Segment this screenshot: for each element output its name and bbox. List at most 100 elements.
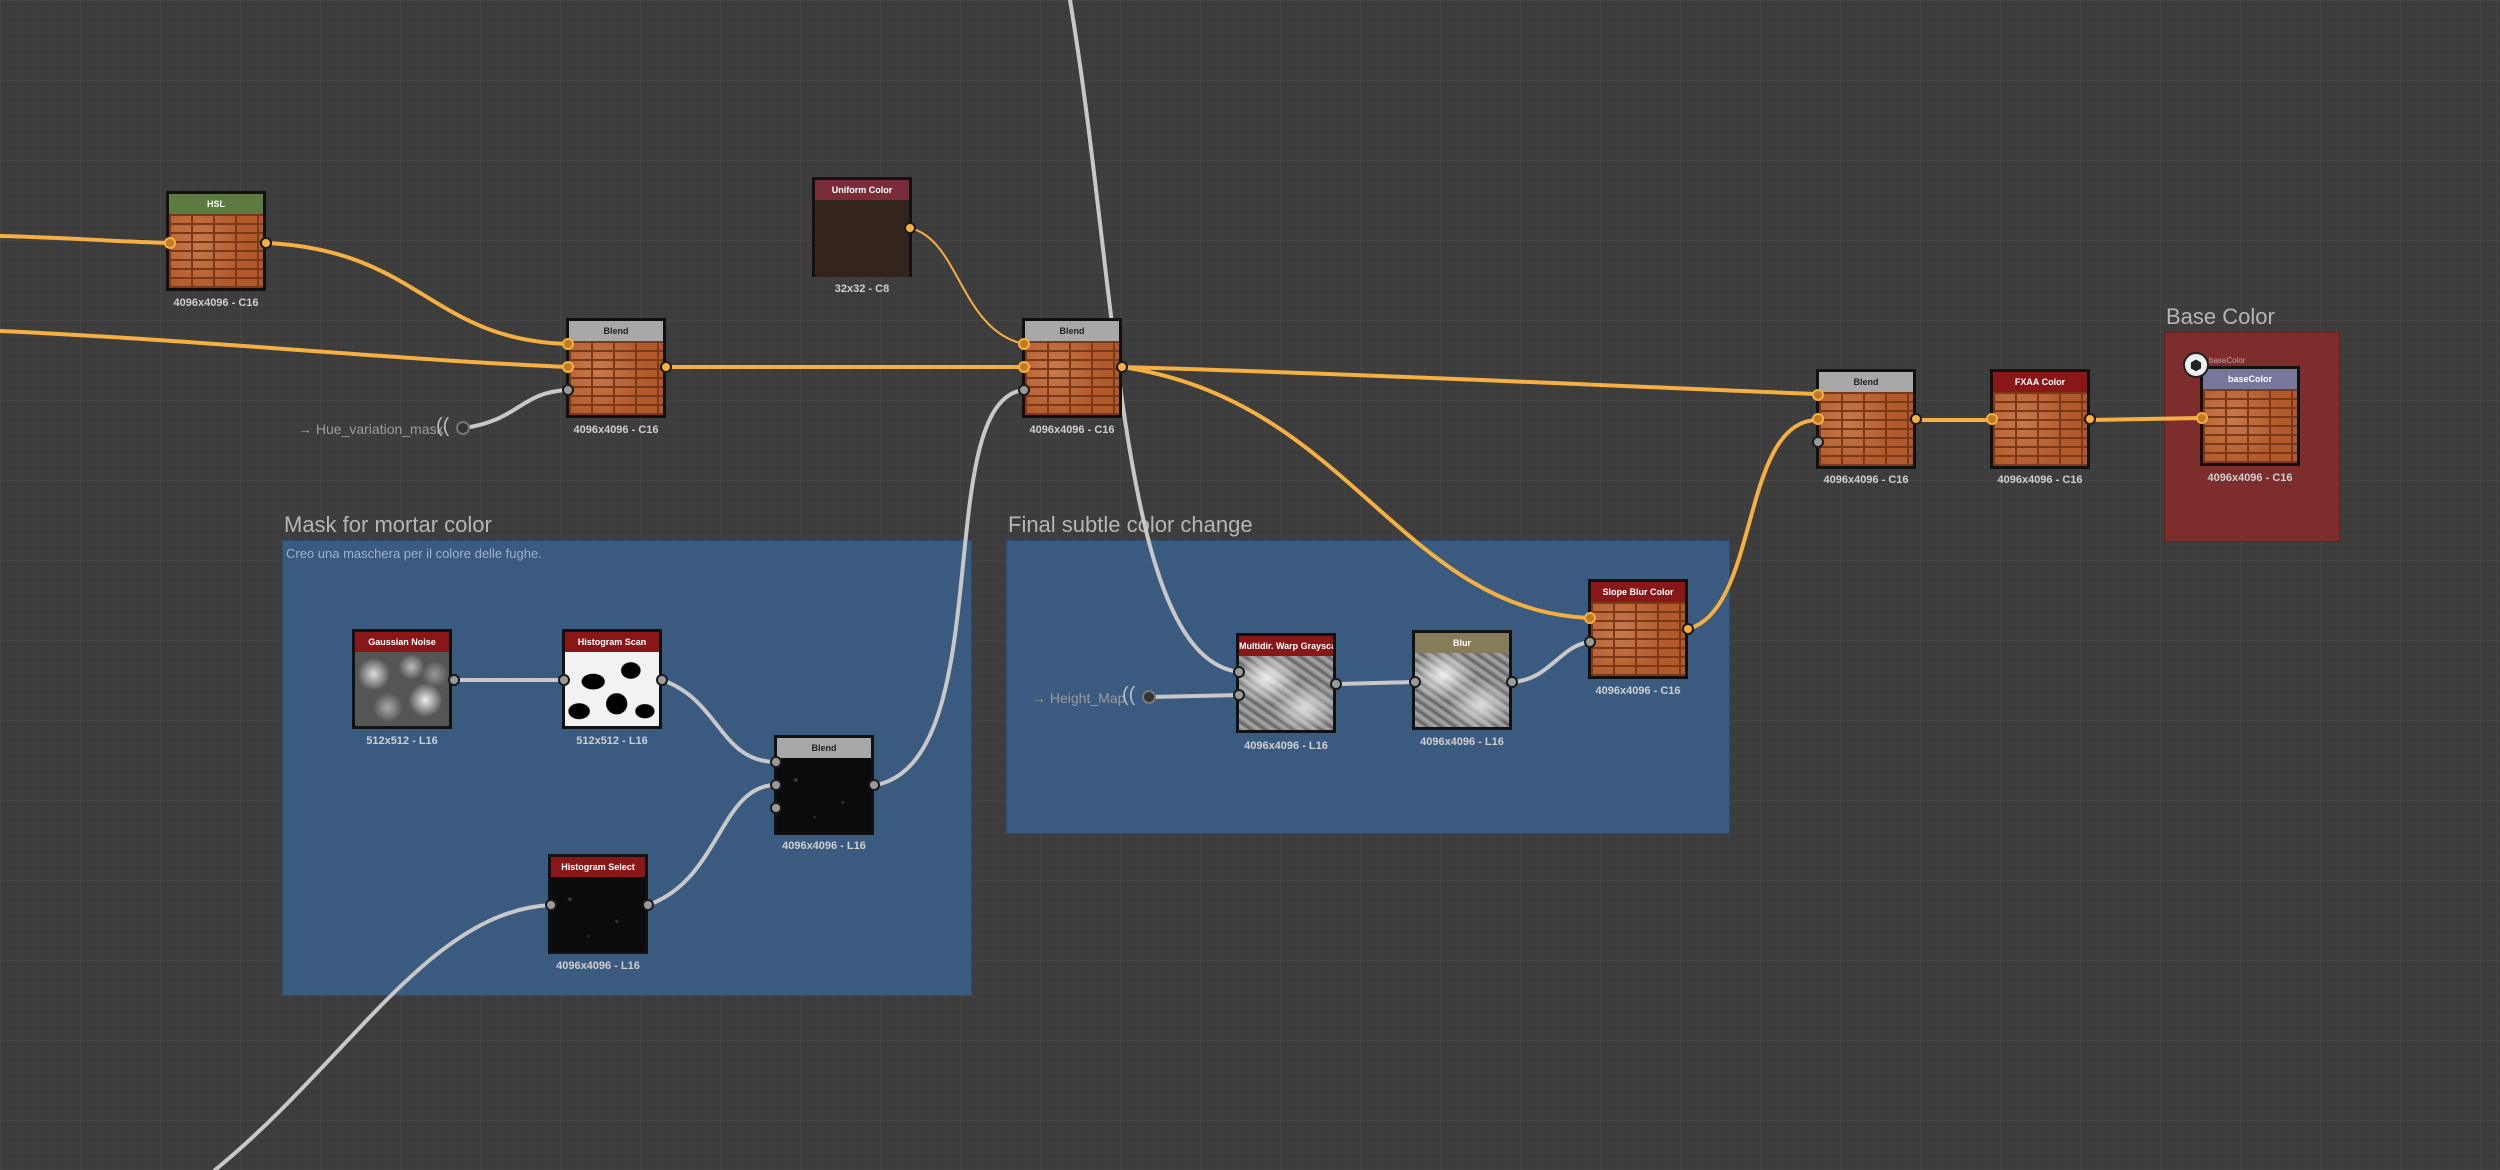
node-blend-mask-input-mask[interactable] <box>770 802 782 814</box>
node-fxaa-color-input[interactable] <box>1986 413 1998 425</box>
node-basecolor-output[interactable]: baseColor <box>2200 366 2300 466</box>
node-blur-thumbnail <box>1415 653 1509 727</box>
node-blend-mask-input-fg[interactable] <box>770 756 782 768</box>
node-blend-1-input-bg[interactable] <box>562 361 574 373</box>
node-slope-blur-color[interactable]: Slope Blur Color <box>1588 579 1688 679</box>
node-hsl[interactable]: HSL <box>166 191 266 291</box>
node-blend-1-thumbnail <box>569 341 663 415</box>
node-slope-blur-color-slope-input[interactable] <box>1584 636 1596 648</box>
wire-blend2-to-blend3 <box>1122 367 1818 394</box>
wire-select-to-blend-mask <box>648 785 776 905</box>
node-blend-1[interactable]: Blend <box>566 318 666 418</box>
wire-uniform-to-blend2 <box>910 228 1024 344</box>
node-blend-mask-res: 4096x4096 - L16 <box>774 840 874 852</box>
node-blend-3-title: Blend <box>1819 372 1913 392</box>
input-hue-variation-mask-label: → Hue_variation_mask <box>298 421 444 437</box>
node-uniform-color-res: 32x32 - C8 <box>812 283 912 295</box>
node-blend-3-input-fg[interactable] <box>1812 389 1824 401</box>
node-blend-3-res: 4096x4096 - C16 <box>1816 474 1916 486</box>
node-basecolor-output-input[interactable] <box>2196 412 2208 424</box>
node-fxaa-color[interactable]: FXAA Color <box>1990 369 2090 469</box>
node-fxaa-color-title: FXAA Color <box>1993 372 2087 392</box>
node-multidir-warp[interactable]: Multidir. Warp Grayscale <box>1236 633 1336 733</box>
node-slope-blur-color-res: 4096x4096 - C16 <box>1588 685 1688 697</box>
wire-left-to-hsl <box>0 236 170 243</box>
input-height-map-label: → Height_Map <box>1032 690 1125 706</box>
wire-hsl-to-blend1 <box>266 243 568 344</box>
node-fxaa-color-output[interactable] <box>2084 413 2096 425</box>
node-uniform-color-output[interactable] <box>904 222 916 234</box>
node-blend-1-res: 4096x4096 - C16 <box>566 424 666 436</box>
node-histogram-select-output[interactable] <box>642 899 654 911</box>
wire-scan-to-blend-mask <box>662 680 776 762</box>
node-histogram-select-res: 4096x4096 - L16 <box>548 960 648 972</box>
input-height-map-signal-icon: (( <box>1122 684 1135 707</box>
node-slope-blur-color-input[interactable] <box>1584 612 1596 624</box>
node-blend-3-output[interactable] <box>1910 413 1922 425</box>
node-blend-2-output[interactable] <box>1116 361 1128 373</box>
node-multidir-warp-intensity-input[interactable] <box>1233 689 1245 701</box>
node-blend-mask-title: Blend <box>777 738 871 758</box>
wire-heightmap-to-multidir <box>1150 695 1240 697</box>
node-blend-mask-input-bg[interactable] <box>770 779 782 791</box>
node-hsl-input[interactable] <box>164 237 176 249</box>
node-uniform-color[interactable]: Uniform Color <box>812 177 912 277</box>
node-blend-3-input-mask[interactable] <box>1812 436 1824 448</box>
node-histogram-select-input[interactable] <box>545 899 557 911</box>
node-histogram-select[interactable]: Histogram Select <box>548 854 648 954</box>
node-fxaa-color-thumbnail <box>1993 392 2087 466</box>
wire-mask-to-blend2 <box>876 390 1024 785</box>
node-basecolor-output-thumbnail <box>2203 389 2297 463</box>
node-hsl-output[interactable] <box>260 237 272 249</box>
node-blend-1-output[interactable] <box>660 361 672 373</box>
node-multidir-warp-res: 4096x4096 - L16 <box>1236 740 1336 752</box>
node-basecolor-output-res: 4096x4096 - C16 <box>2200 472 2300 484</box>
node-histogram-scan-title: Histogram Scan <box>565 632 659 652</box>
node-blend-3-input-bg[interactable] <box>1812 413 1824 425</box>
node-blend-2-thumbnail <box>1025 341 1119 415</box>
wire-bottom-to-select <box>215 905 552 1170</box>
node-gaussian-noise-thumbnail <box>355 652 449 726</box>
output-node-icon: ⬢ <box>2183 352 2209 378</box>
node-slope-blur-color-title: Slope Blur Color <box>1591 582 1685 602</box>
node-blur[interactable]: Blur <box>1412 630 1512 730</box>
node-blend-2-input-fg[interactable] <box>1018 338 1030 350</box>
node-blend-2-title: Blend <box>1025 321 1119 341</box>
node-blend-mask-output[interactable] <box>868 779 880 791</box>
node-blur-input[interactable] <box>1409 676 1421 688</box>
node-blend-2[interactable]: Blend <box>1022 318 1122 418</box>
node-gaussian-noise[interactable]: Gaussian Noise <box>352 629 452 729</box>
node-basecolor-output-title: baseColor <box>2203 369 2297 389</box>
node-fxaa-color-res: 4096x4096 - C16 <box>1990 474 2090 486</box>
node-histogram-scan-thumbnail <box>565 652 659 726</box>
node-blend-3[interactable]: Blend <box>1816 369 1916 469</box>
node-histogram-scan[interactable]: Histogram Scan <box>562 629 662 729</box>
node-gaussian-noise-res: 512x512 - L16 <box>352 735 452 747</box>
node-slope-blur-color-output[interactable] <box>1682 623 1694 635</box>
node-blur-output[interactable] <box>1506 676 1518 688</box>
node-blend-2-input-mask[interactable] <box>1018 384 1030 396</box>
node-blend-2-input-bg[interactable] <box>1018 361 1030 373</box>
node-blur-res: 4096x4096 - L16 <box>1412 736 1512 748</box>
node-slope-blur-color-thumbnail <box>1591 602 1685 676</box>
wire-hue-mask-to-blend1 <box>464 390 568 428</box>
wire-fxaa-to-output <box>2090 418 2202 420</box>
node-gaussian-noise-output[interactable] <box>448 674 460 686</box>
node-blend-1-input-mask[interactable] <box>562 384 574 396</box>
node-multidir-warp-output[interactable] <box>1330 678 1342 690</box>
node-histogram-scan-output[interactable] <box>656 674 668 686</box>
node-blend-mask[interactable]: Blend <box>774 735 874 835</box>
node-blend-3-thumbnail <box>1819 392 1913 466</box>
node-uniform-color-thumbnail <box>815 200 909 277</box>
wire-slope-to-blend3 <box>1688 420 1818 629</box>
input-hue-variation-mask-port[interactable] <box>456 421 470 435</box>
node-multidir-warp-input[interactable] <box>1233 666 1245 678</box>
node-blend-1-input-fg[interactable] <box>562 338 574 350</box>
node-blend-1-title: Blend <box>569 321 663 341</box>
node-multidir-warp-thumbnail <box>1239 656 1333 730</box>
input-height-map-port[interactable] <box>1142 690 1156 704</box>
node-blur-title: Blur <box>1415 633 1509 653</box>
node-histogram-scan-input[interactable] <box>558 674 570 686</box>
